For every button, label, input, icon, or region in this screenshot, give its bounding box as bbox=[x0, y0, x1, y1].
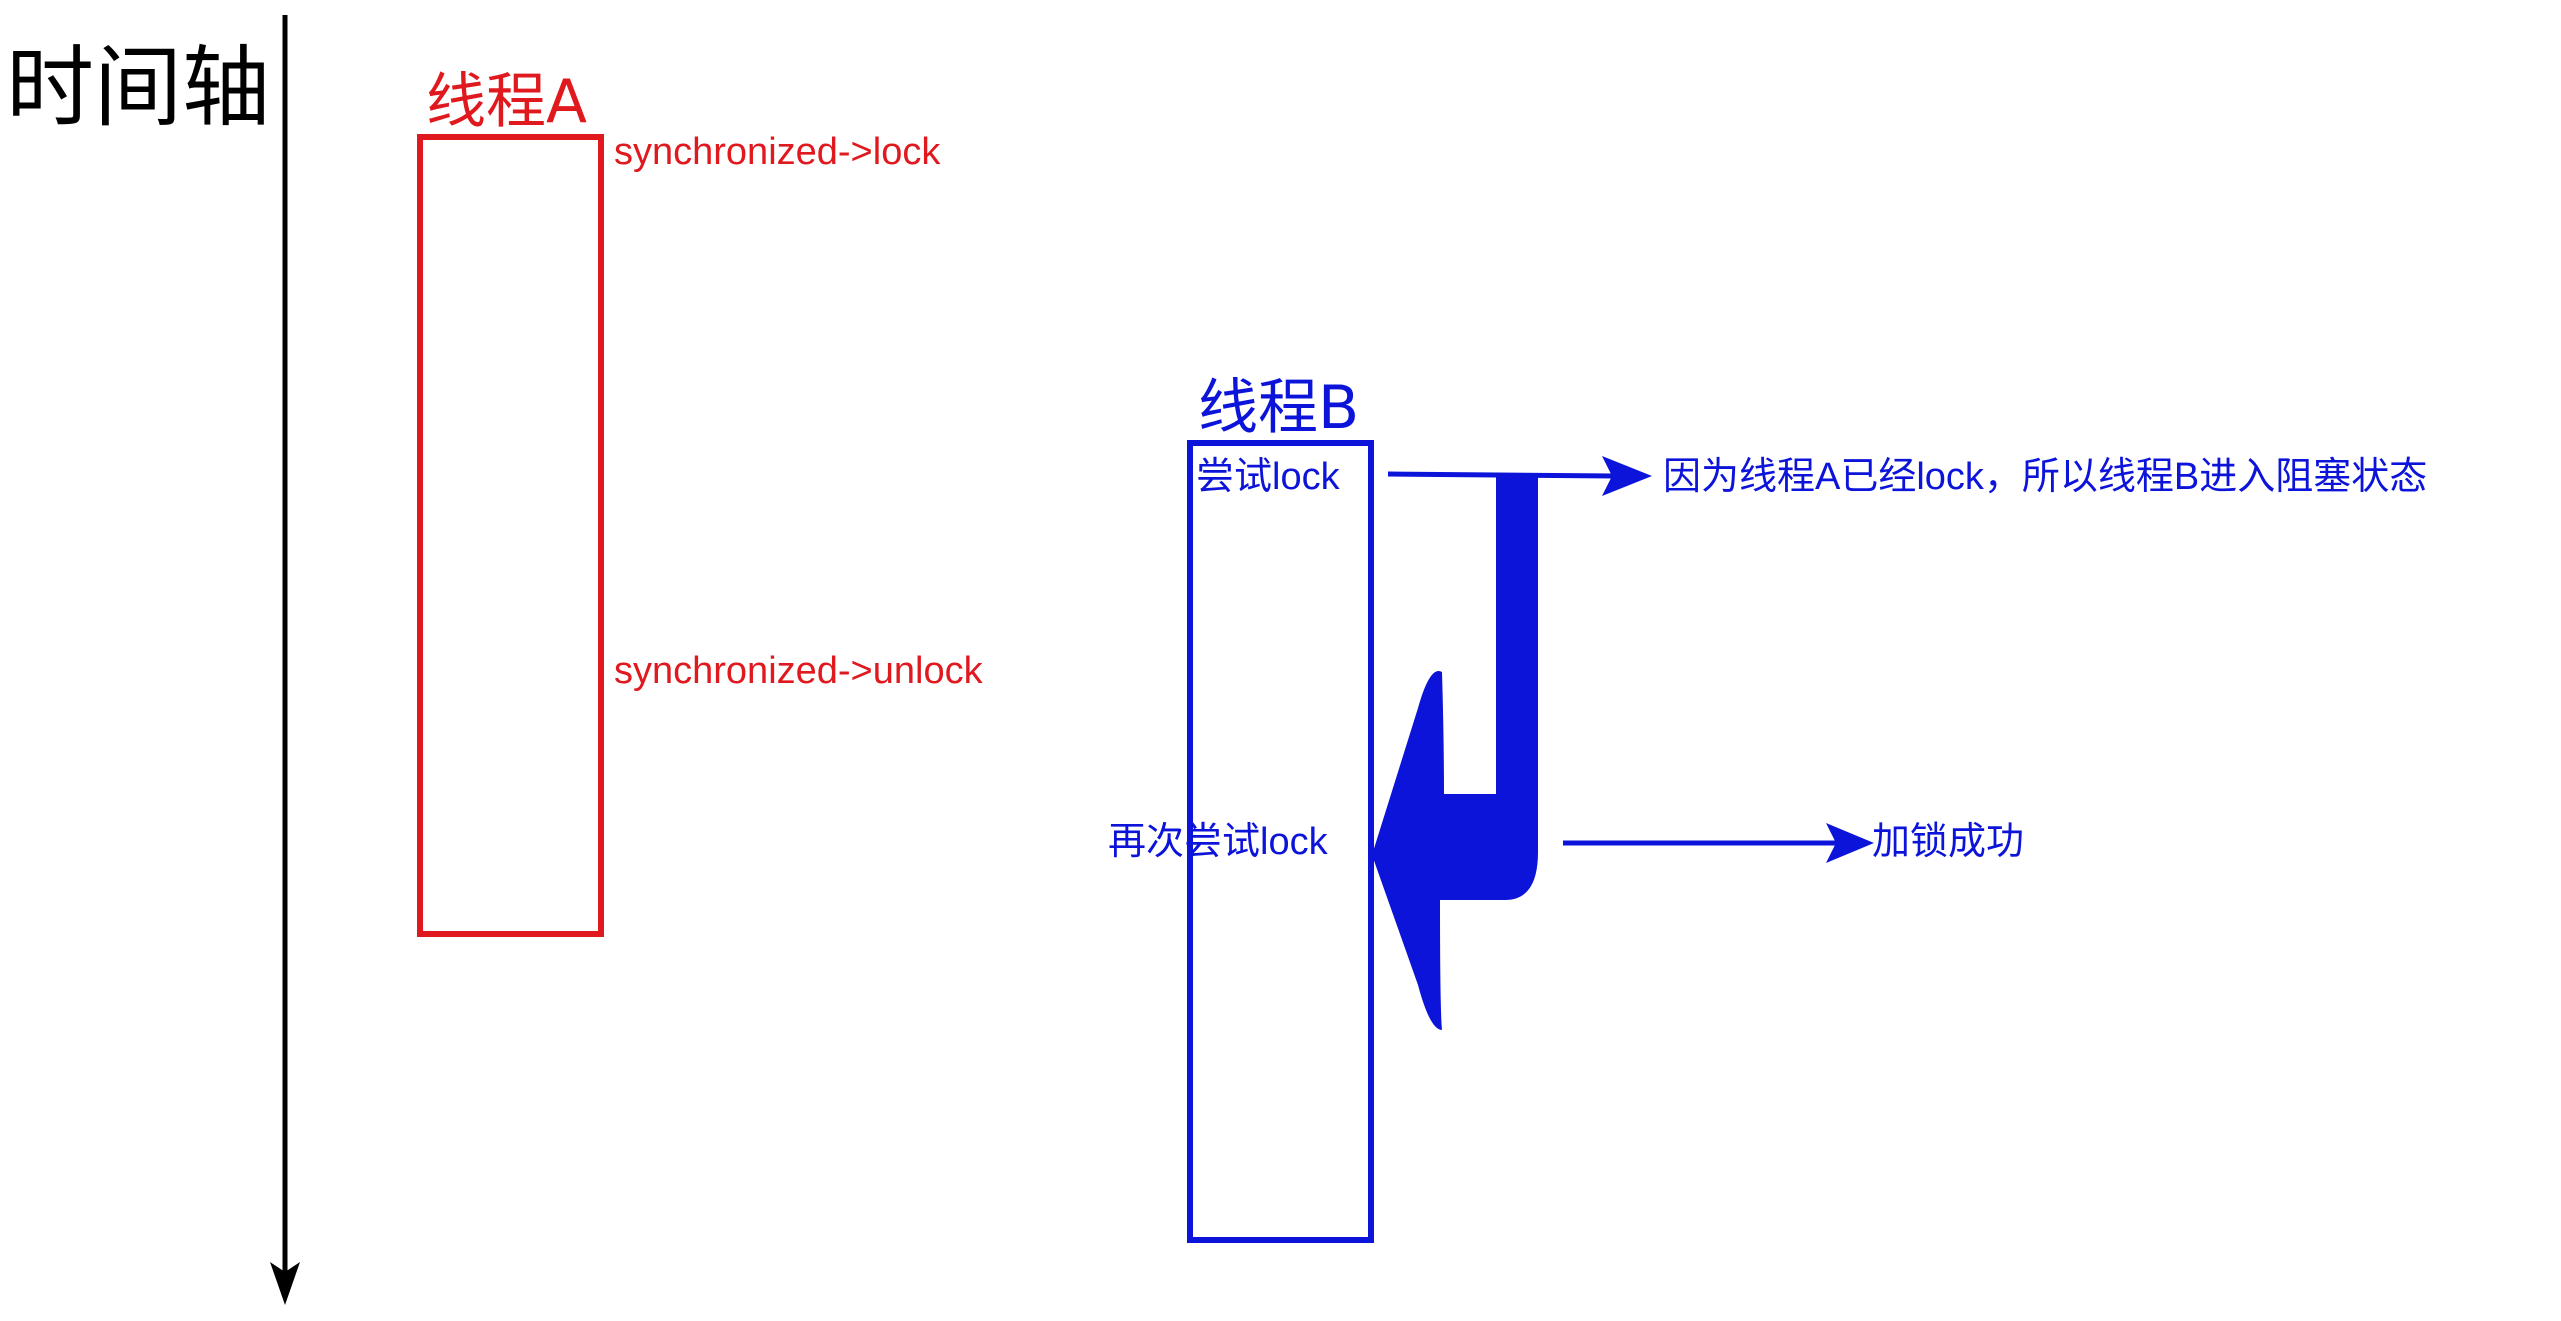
success-arrowhead bbox=[1826, 823, 1874, 863]
thread-b-title: 线程B bbox=[1198, 373, 1360, 443]
thread-b-blocked-note: 因为线程A已经lock，所以线程B进入阻塞状态 bbox=[1663, 456, 2428, 498]
timeline-label: 时间轴 bbox=[6, 36, 271, 139]
thread-a-title: 线程A bbox=[426, 67, 588, 137]
thread-b-retry-lock: 再次尝试lock bbox=[1108, 821, 1328, 863]
thread-b-success-note: 加锁成功 bbox=[1872, 821, 2025, 863]
timeline-arrowhead bbox=[270, 1262, 300, 1305]
thread-b-try-lock: 尝试lock bbox=[1196, 456, 1340, 498]
thread-b-box bbox=[1187, 440, 1374, 1243]
thread-a-lock-note: synchronized->lock bbox=[614, 131, 941, 173]
blocked-arrowhead bbox=[1602, 456, 1652, 496]
retry-curved-arrow bbox=[1372, 474, 1538, 1030]
thread-a-unlock-note: synchronized->unlock bbox=[614, 650, 983, 692]
thread-a-box bbox=[417, 134, 604, 937]
